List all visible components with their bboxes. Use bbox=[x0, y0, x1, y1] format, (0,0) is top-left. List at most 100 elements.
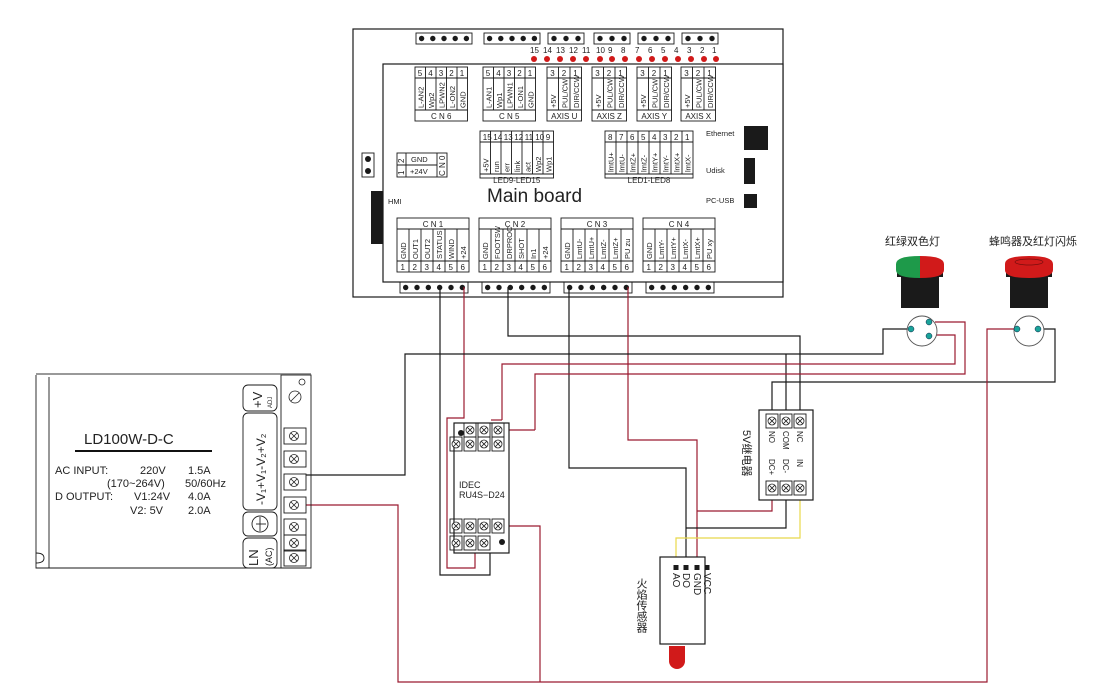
idec-terminal-cell bbox=[477, 518, 491, 534]
led-number: 1 bbox=[712, 46, 717, 55]
pin-number: 15 bbox=[483, 133, 492, 142]
relay-terminal-label: NC bbox=[795, 431, 804, 443]
connector-name: C N 2 bbox=[505, 220, 526, 229]
pin bbox=[402, 284, 409, 291]
pin bbox=[441, 35, 447, 42]
pin-number: 6 bbox=[630, 133, 635, 142]
pin-number: 13 bbox=[504, 133, 513, 142]
pin-header bbox=[645, 281, 715, 294]
relay-screw-terminal-icon bbox=[767, 483, 777, 493]
connector-name: C N 5 bbox=[499, 112, 520, 121]
pin-signal: GND bbox=[526, 91, 535, 108]
idec-terminal-cell bbox=[449, 518, 463, 534]
pin-signal: DIR/CCW bbox=[572, 74, 581, 108]
relay-screw-terminal-icon bbox=[781, 416, 791, 426]
power-supply: LD100W-D-C AC INPUT: 220V 1.5A (170~264V… bbox=[35, 373, 312, 569]
psu-terminal-strip bbox=[280, 374, 312, 569]
pin-header bbox=[481, 281, 551, 294]
main-board-inner-panel bbox=[382, 63, 784, 283]
connector-name: LED9-LED15 bbox=[493, 176, 541, 185]
bottom-pin-headers bbox=[399, 281, 715, 294]
led-number: 13 bbox=[556, 46, 565, 55]
wire-cn3-pu bbox=[627, 287, 698, 560]
led-number: 6 bbox=[648, 46, 653, 55]
idec-brand: IDEC bbox=[459, 480, 481, 490]
ethernet-port bbox=[744, 126, 768, 150]
pin-signal: WIND bbox=[447, 238, 456, 259]
pin-number: 5 bbox=[449, 263, 454, 272]
pin-signal: LPWN2 bbox=[437, 82, 446, 108]
pin-number: 2 bbox=[413, 263, 418, 272]
flame-sensor-pin-label: GND bbox=[691, 573, 702, 595]
psu-terminal-cell bbox=[283, 427, 307, 445]
pin-number: 2 bbox=[577, 263, 582, 272]
psu-adj-potentiometer-icon[interactable] bbox=[288, 390, 302, 404]
pin-number: 3 bbox=[507, 263, 512, 272]
pin-number: 1 bbox=[573, 69, 578, 78]
idec-terminal-cell bbox=[477, 535, 491, 551]
pin-number: 3 bbox=[671, 263, 676, 272]
pin bbox=[484, 284, 491, 291]
pin-signal: +5V bbox=[481, 158, 490, 172]
psu-ac-input-label: AC INPUT: bbox=[55, 465, 108, 477]
idec-terminal-cell bbox=[449, 436, 463, 452]
pin-header bbox=[563, 281, 633, 294]
psu-adj-hole bbox=[298, 378, 306, 386]
pin-number: 1 bbox=[483, 263, 488, 272]
pin bbox=[705, 284, 712, 291]
led-number: 7 bbox=[635, 46, 640, 55]
pin-header bbox=[593, 32, 631, 45]
cn0-pin: 1 bbox=[397, 170, 406, 175]
pin-signal: L-AN2 bbox=[416, 87, 425, 108]
pin bbox=[621, 35, 627, 42]
connector-name: LED1-LED8 bbox=[628, 176, 671, 185]
pin bbox=[518, 284, 525, 291]
psu-screw-terminal-icon bbox=[289, 500, 299, 510]
pin-signal: +5V bbox=[549, 94, 558, 108]
led-indicator bbox=[544, 56, 550, 62]
wire-lamp-g bbox=[501, 334, 956, 420]
idec-mark bbox=[458, 430, 464, 436]
pin bbox=[452, 35, 458, 42]
pin-header bbox=[415, 32, 473, 45]
pin-signal: PUL/CW bbox=[560, 78, 569, 108]
pin-number: 6 bbox=[625, 263, 630, 272]
idec-terminal-cell bbox=[463, 535, 477, 551]
lamp-pin-gnd bbox=[907, 325, 915, 333]
pin-signal: +5V bbox=[594, 94, 603, 108]
led-number: 12 bbox=[569, 46, 578, 55]
cn0-pin: 2 bbox=[397, 158, 406, 163]
idec-screw-terminal-icon bbox=[493, 439, 503, 449]
ground-icon bbox=[251, 515, 269, 533]
led-indicator bbox=[636, 56, 642, 62]
pin-signal: DIR/CCW bbox=[662, 74, 671, 108]
led-number: 5 bbox=[661, 46, 666, 55]
pin-signal: L-ON2 bbox=[448, 86, 457, 108]
top-pin-headers bbox=[415, 32, 719, 45]
pin bbox=[425, 284, 432, 291]
lamp-red-half bbox=[920, 256, 944, 278]
psu-screw-terminal-icon bbox=[289, 553, 299, 563]
led-indicator bbox=[675, 56, 681, 62]
idec-screw-terminal-icon bbox=[465, 425, 475, 435]
pin-header bbox=[483, 32, 541, 45]
pin-signal: +24 bbox=[459, 246, 468, 259]
jumper-pin bbox=[365, 168, 371, 174]
relay-terminal-label: COM bbox=[781, 431, 790, 450]
pin-signal: LmtX- bbox=[681, 238, 690, 259]
psu-ac-freq: 50/60Hz bbox=[185, 478, 226, 490]
pin-signal: PUL/CW bbox=[694, 78, 703, 108]
pin-number: 4 bbox=[652, 133, 657, 142]
pin-signal: LPWN1 bbox=[505, 82, 514, 108]
wire-cn1-24v bbox=[446, 287, 476, 569]
led-indicator bbox=[713, 56, 719, 62]
pin-number: 4 bbox=[601, 263, 606, 272]
pin-signal: lmtZ- bbox=[640, 154, 649, 172]
lamp-pin-g bbox=[925, 332, 933, 340]
cn0-signal: GND bbox=[411, 155, 428, 164]
psu-ac-current: 1.5A bbox=[188, 465, 211, 477]
flame-sensor-pin bbox=[704, 565, 710, 570]
psu-screw-terminal-icon bbox=[289, 477, 299, 487]
relay-terminal-cell bbox=[779, 480, 793, 496]
